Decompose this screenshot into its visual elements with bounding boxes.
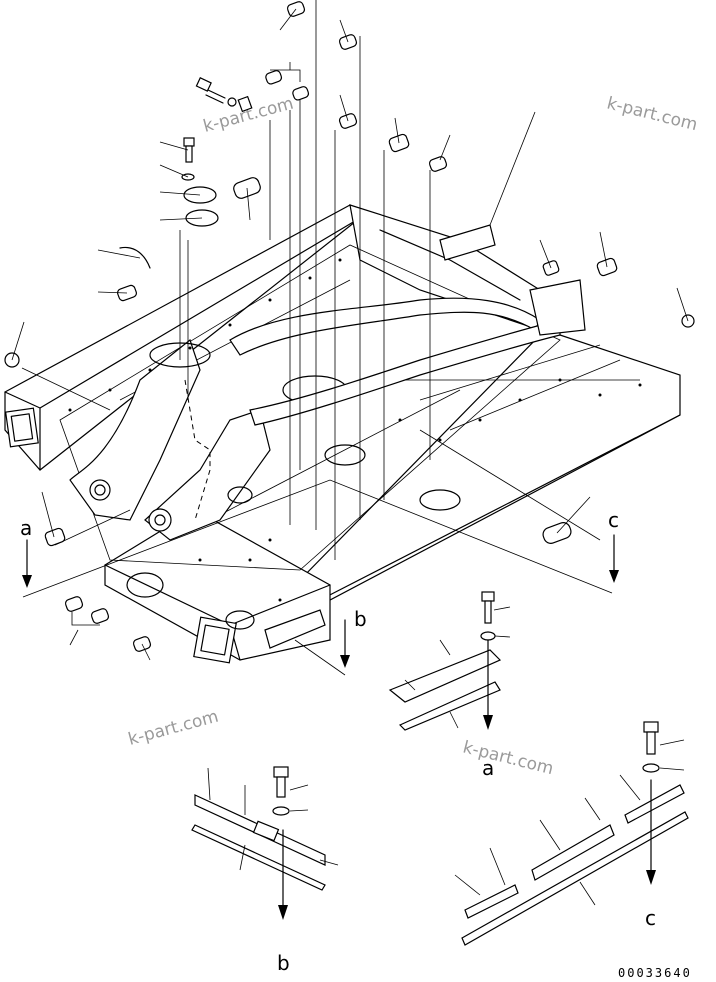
front-mount-plate	[264, 609, 326, 649]
view-label-b-detail: b	[277, 951, 290, 975]
right-rear-bracket	[529, 279, 586, 336]
bolt-top-1	[195, 77, 253, 113]
washer-top	[181, 173, 195, 181]
watermark-lower-right: k-part.com	[461, 737, 556, 779]
grommet-7	[428, 156, 448, 172]
detail-a-upper-bar	[388, 649, 502, 703]
hose-clip	[119, 246, 151, 269]
detail-c-bar-right	[624, 784, 685, 824]
boom-bracket-right	[144, 409, 271, 541]
grommet-3	[265, 70, 283, 85]
view-label-c-detail: c	[645, 906, 656, 930]
bolt-top-2	[183, 137, 195, 163]
front-rail-end-opening	[193, 616, 237, 664]
view-label-a-main: a	[20, 516, 32, 540]
main-frame-assembly	[4, 204, 681, 664]
swing-opening-6	[126, 572, 164, 598]
view-label-a-detail: a	[482, 756, 494, 780]
detail-view-b: b	[191, 766, 339, 975]
view-arrow-b: b	[340, 607, 367, 668]
grommet-15	[64, 596, 84, 612]
view-label-c-main: c	[608, 508, 619, 532]
detail-a-lower-plate	[398, 681, 501, 731]
exploded-fasteners	[4, 1, 695, 652]
detail-view-c: c	[454, 721, 689, 946]
leader-lines	[11, 0, 689, 676]
view-label-b-main: b	[354, 607, 367, 631]
left-rail-end-opening	[4, 407, 39, 448]
swing-opening-7	[225, 610, 255, 630]
boom-bracket-left	[69, 338, 201, 521]
drawing-number: 00033640	[618, 966, 692, 980]
rear-step-plate	[439, 224, 496, 261]
view-arrow-a: a	[20, 516, 32, 588]
detail-c-lower-plate	[461, 811, 689, 946]
detail-c-bar-center	[531, 824, 615, 881]
watermark-lower-left: k-part.com	[126, 707, 221, 750]
watermark-top-right: k-part.com	[605, 93, 700, 135]
right-side-rail	[299, 329, 681, 601]
detail-c-bar-left	[464, 884, 519, 919]
left-side-rail	[4, 204, 361, 471]
swing-opening-3	[419, 489, 461, 511]
grommet-16	[90, 608, 110, 624]
view-arrow-c: c	[608, 508, 619, 583]
swing-opening-4	[324, 444, 366, 466]
grommet-14	[44, 527, 66, 547]
detail-view-a: a	[388, 591, 511, 780]
detail-b-lower-plate	[191, 824, 326, 891]
grommet-4	[292, 86, 310, 101]
swing-opening-5	[227, 486, 253, 504]
